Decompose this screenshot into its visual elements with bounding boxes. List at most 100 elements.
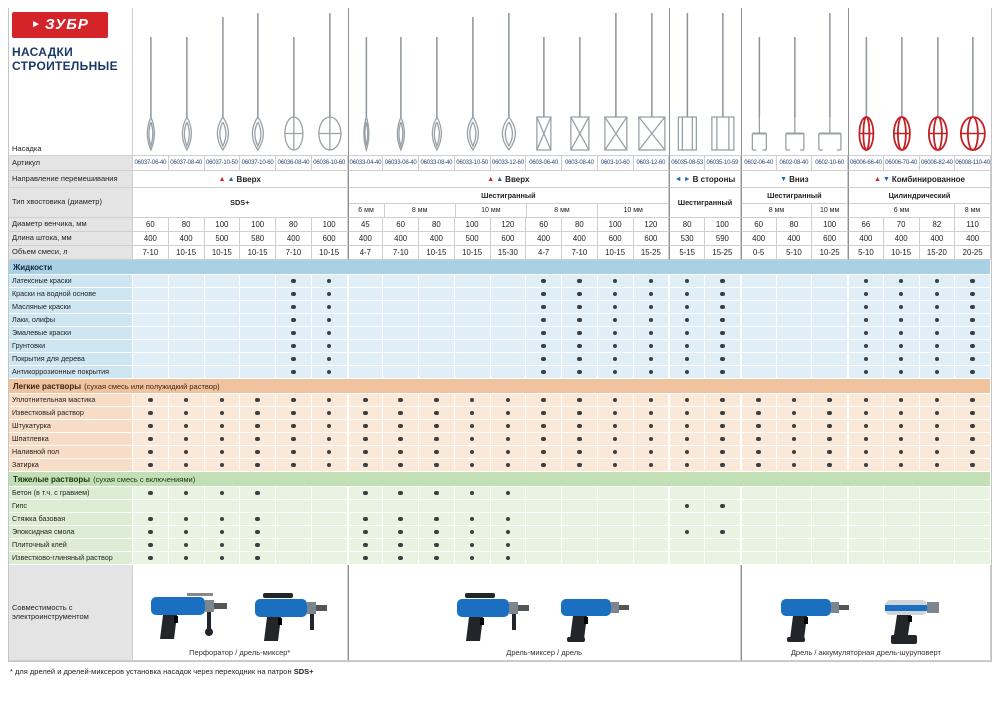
whisk-spiral-icon [396,37,406,152]
usage-dot [363,410,368,416]
usage-cell [240,513,276,526]
usage-cell [919,526,956,539]
row-label-compatibility: Совместимость с электроинструментом [9,565,133,661]
usage-dot [827,423,832,429]
usage-cell [276,353,312,366]
usage-dot [970,291,975,297]
usage-cell [955,353,991,366]
usage-cell [740,420,777,433]
usage-cell [633,314,670,327]
usage-cell [955,301,991,314]
usage-cell [669,275,705,288]
usage-dot [255,397,260,403]
usage-cell [776,301,813,314]
section-row-label: Уплотнительная мастика [9,394,133,407]
usage-dot [720,423,725,429]
usage-dot [326,423,332,429]
usage-cell [705,539,741,552]
usage-cell [812,327,848,340]
usage-dot [255,555,260,561]
usage-cell [133,301,169,314]
usage-dot [612,317,618,323]
usage-dot [648,317,654,323]
usage-dot [577,304,582,310]
usage-cell [955,526,991,539]
shank-name: Цилиндрический [888,191,951,200]
usage-cell [812,340,848,353]
article-cell: 0603-08-40 [562,156,598,171]
shank-size-cell: 10 мм [456,204,527,217]
usage-cell [526,353,562,366]
usage-cell [311,552,348,565]
usage-dot [720,449,725,455]
usage-dot [577,317,582,323]
usage-cell [347,433,384,446]
usage-cell [597,446,634,459]
usage-cell [419,552,455,565]
length-cell: 400 [168,232,205,246]
tool-caption: Перфоратор / дрель-миксер* [189,648,291,657]
usage-dot [612,397,618,403]
usage-dot [756,449,761,455]
usage-cell [740,288,777,301]
shank-size-cell: 6 мм [349,204,385,217]
usage-cell [562,526,598,539]
usage-dot [648,369,654,375]
diameter-cell: 110 [955,218,991,232]
usage-cell [812,433,848,446]
shank-size-cell: 8 мм [742,204,813,217]
whisk-frame-icon [284,37,304,151]
usage-cell [454,513,491,526]
usage-cell [240,433,276,446]
usage-dot [827,449,832,455]
usage-cell [419,420,455,433]
usage-cell [669,314,705,327]
usage-dot [434,555,439,561]
usage-dot [612,278,618,284]
usage-cell [204,340,241,353]
article-cell: 06033-04-40 [347,156,384,171]
section-row-label: Латексные краски [9,275,133,288]
usage-cell [883,552,920,565]
usage-cell [383,433,419,446]
usage-cell [276,539,312,552]
usage-dot [720,343,725,349]
usage-dot [363,490,368,496]
usage-dot [791,449,797,455]
usage-cell [240,301,276,314]
usage-cell [311,500,348,513]
usage-cell [347,366,384,379]
usage-cell [490,526,527,539]
usage-dot [255,542,260,548]
usage-cell [562,539,598,552]
article-cell: 06037-06-40 [133,156,169,171]
diameter-cell: 45 [347,218,384,232]
usage-cell [133,552,169,565]
article-cell: 06006-66-40 [848,156,884,171]
usage-cell [633,340,670,353]
usage-cell [776,500,813,513]
usage-dot [577,369,582,375]
usage-cell [883,366,920,379]
usage-dot [934,436,940,442]
whisk-combo-icon [960,37,987,151]
usage-dot [183,462,189,468]
usage-cell [562,353,598,366]
usage-cell [955,446,991,459]
up-arrow-icon: ▲ [874,175,881,183]
usage-dot [398,555,403,561]
volume-cell: 15-20 [919,246,956,260]
length-cell: 400 [562,232,598,246]
usage-cell [597,353,634,366]
usage-cell [883,526,920,539]
usage-cell [526,340,562,353]
whisk-combo-icon [927,37,948,151]
usage-cell [419,340,455,353]
whisk-spiral-icon [362,37,370,153]
usage-cell [669,552,705,565]
usage-cell [740,433,777,446]
compatibility-cell: Дрель / аккумуляторная дрель-шуруповерт [740,565,991,661]
usage-cell [526,526,562,539]
usage-dot [291,397,296,403]
